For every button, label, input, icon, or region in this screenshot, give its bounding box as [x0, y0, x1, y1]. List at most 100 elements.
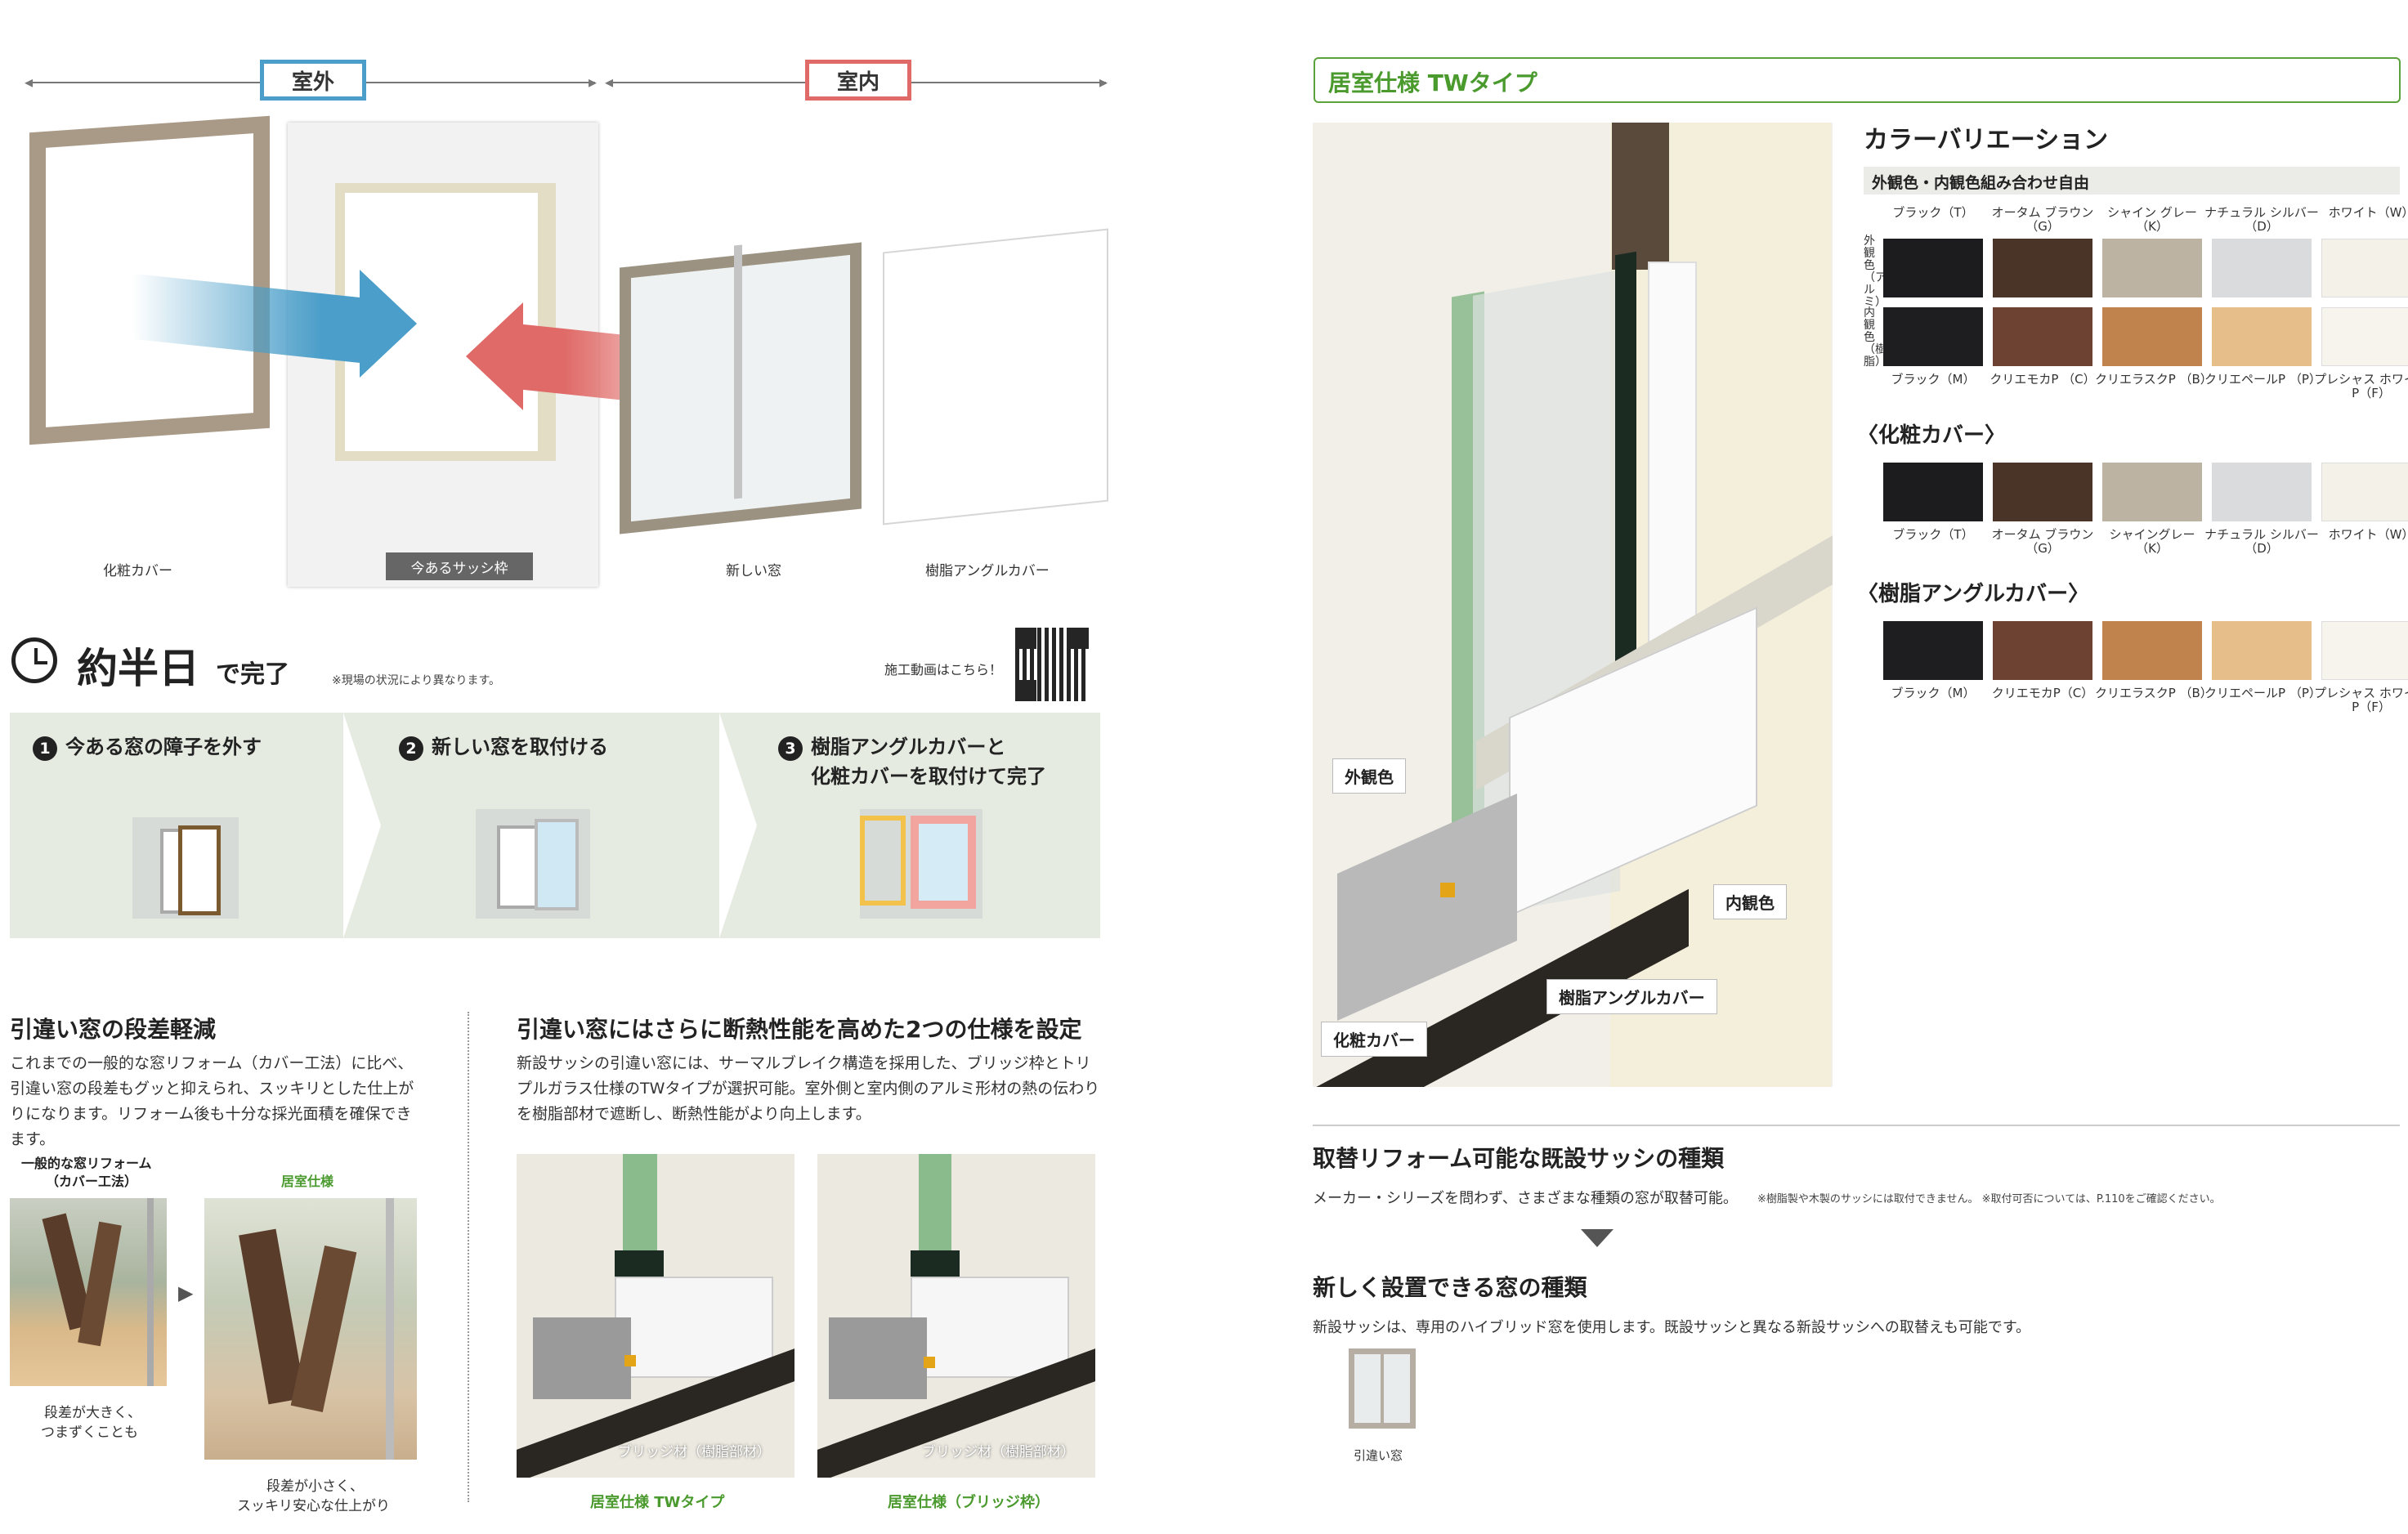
color-swatch [2321, 307, 2408, 366]
step-2-number: 2 [399, 736, 423, 761]
color-variation-title: カラーバリエーション [1864, 126, 2109, 154]
interior-side-label: 内観色（樹脂） [1864, 306, 1887, 369]
label-new-window: 新しい窓 [726, 563, 781, 579]
duration-suffix: で完了 [216, 660, 289, 689]
label-existing-sash: 今あるサッシ枠 [410, 560, 508, 577]
qr-code-icon[interactable] [1015, 628, 1089, 701]
color-swatch-label: プレシャス ホワイトP（F） [2314, 372, 2408, 400]
existing-body: メーカー・シリーズを問わず、さまざまな種類の窓が取替可能。 [1313, 1190, 1738, 1207]
before-caption-1: 段差が大きく、 [44, 1405, 141, 1421]
after-caption-1: 段差が小さく、 [266, 1478, 364, 1495]
step-chevron-1 [343, 713, 381, 938]
new-window-title: 新しく設置できる窓の種類 [1313, 1274, 1587, 1301]
step-chevron-2 [719, 713, 757, 938]
callout-exterior-color: 外観色 [1332, 758, 1406, 794]
video-link-label[interactable]: 施工動画はこちら！ [884, 662, 1003, 678]
step-1-number: 1 [33, 736, 57, 761]
callout-cosmetic-cover: 化粧カバー [1321, 1022, 1427, 1057]
color-swatch [1993, 307, 2092, 366]
tw-type-section-photo: ブリッジ材（樹脂部材） [517, 1154, 794, 1478]
label-cosmetic-cover: 化粧カバー [103, 563, 172, 579]
after-photo [204, 1198, 417, 1460]
existing-note: ※樹脂製や木製のサッシには取付できません。 ※取付可否については、P.110をご… [1757, 1193, 2221, 1205]
before-photo [10, 1198, 167, 1386]
before-label-2: （カバー工法） [46, 1174, 138, 1189]
step-3-number: 3 [778, 736, 803, 761]
color-swatch [2321, 621, 2408, 680]
color-swatch [1993, 621, 2092, 680]
color-swatch-label: クリエペールP （P） [2204, 686, 2321, 700]
step-1-title: 1 今ある窓の障子を外す [33, 732, 262, 762]
bridge-label-right: ブリッジ材（樹脂部材） [922, 1444, 1075, 1460]
after-label: 居室仕様 [281, 1174, 334, 1189]
color-swatch-label: ナチュラル シルバー（D） [2204, 205, 2319, 234]
color-swatch [2212, 463, 2312, 521]
color-swatch [2321, 463, 2408, 521]
outdoor-arrow-head-icon [360, 270, 417, 378]
new-window-divider [734, 244, 742, 499]
color-swatch-label: クリエペールP （P） [2204, 372, 2321, 387]
color-swatch-label: ブラック（T） [1892, 205, 1974, 220]
step-1-text: 今ある窓の障子を外す [65, 736, 262, 758]
tw-type-cutaway-photo [1313, 123, 1833, 1087]
color-swatch [1883, 621, 1983, 680]
step-3-text-2: 化粧カバーを取付けて完了 [811, 765, 1046, 788]
color-swatch [1883, 239, 1983, 297]
arrow-left-icon: ◂ [605, 72, 614, 92]
color-swatch-label: クリエラスクP （B） [2095, 686, 2213, 700]
color-swatch-label: ホワイト（W） [2328, 527, 2408, 542]
cosmetic-cover-title: 〈化粧カバー〉 [1857, 423, 2007, 448]
color-swatch-label: シャイン グレー（K） [2107, 205, 2197, 234]
step-3-title: 3 樹脂アングルカバーと 化粧カバーを取付けて完了 [778, 732, 1046, 791]
resin-angle-cover-frame [883, 228, 1108, 525]
sliding-window-label: 引違い窓 [1354, 1448, 1403, 1463]
step-difference-title: 引違い窓の段差軽減 [10, 1016, 217, 1043]
tw-spec-tag: 居室仕様 TWタイプ [1314, 57, 2401, 103]
color-swatch-label: シャイングレー （K） [2109, 527, 2195, 556]
caption-tw-type: 居室仕様 TWタイプ [590, 1494, 725, 1511]
outside-label: 室外 [260, 60, 366, 101]
color-swatch [2102, 239, 2202, 297]
color-swatch-label: クリエモカP（C） [1991, 686, 2094, 700]
arrow-right-icon: ▶ [178, 1281, 194, 1304]
before-label-1: 一般的な窓リフォーム [21, 1156, 152, 1171]
color-swatch-label: プレシャス ホワイトP（F） [2314, 686, 2408, 714]
color-swatch [2212, 307, 2312, 366]
label-existing-sash-tag: 今あるサッシ枠 [386, 552, 533, 580]
color-swatch-label: ブラック（M） [1891, 372, 1976, 387]
tw-spec-tag-text: 居室仕様 TWタイプ [1328, 69, 1537, 96]
color-swatch-label: クリエモカP （C） [1990, 372, 2096, 387]
existing-title: 取替リフォーム可能な既設サッシの種類 [1313, 1145, 1725, 1172]
color-swatch-label: オータム ブラウン（G） [1991, 527, 2094, 556]
inside-label: 室内 [805, 60, 911, 101]
new-window-body: 新設サッシは、専用のハイブリッド窓を使用します。既設サッシと異なる新設サッシへの… [1313, 1319, 2031, 1336]
color-swatch [2212, 239, 2312, 297]
color-swatch-label: オータム ブラウン（G） [1991, 205, 2094, 234]
duration-main: 約半日 [77, 645, 199, 692]
color-swatch [2102, 307, 2202, 366]
bridge-frame-section-photo: ブリッジ材（樹脂部材） [817, 1154, 1095, 1478]
color-swatch [1993, 239, 2092, 297]
step-3-text-1: 樹脂アングルカバーと [811, 736, 1006, 758]
bridge-label-left: ブリッジ材（樹脂部材） [618, 1444, 771, 1460]
color-swatch [2102, 463, 2202, 521]
callout-resin-angle-cover: 樹脂アングルカバー [1546, 979, 1717, 1014]
indoor-arrow-head-icon [466, 302, 523, 410]
exterior-side-label: 外観色（アルミ） [1864, 235, 1887, 309]
callout-interior-color: 内観色 [1713, 884, 1787, 919]
color-swatch-label: ブラック（M） [1891, 686, 1976, 700]
step-2-text: 新しい窓を取付ける [432, 736, 608, 758]
color-swatch [1993, 463, 2092, 521]
section-top-rule [1313, 1125, 2400, 1126]
color-swatch [1883, 463, 1983, 521]
color-swatch [2212, 621, 2312, 680]
arrow-right-icon: ▸ [589, 72, 598, 92]
caption-bridge-frame: 居室仕様（ブリッジ枠） [888, 1494, 1050, 1511]
step-difference-body: これまでの一般的な窓リフォーム（カバー工法）に比べ、引違い窓の段差もグッと抑えら… [10, 1054, 414, 1148]
insulation-body: 新設サッシの引違い窓には、サーマルブレイク構造を採用した、ブリッジ枠とトリプルガ… [517, 1054, 1100, 1123]
color-swatch-label: ブラック（T） [1892, 527, 1974, 542]
sliding-window-icon [1349, 1348, 1416, 1429]
combo-label-bar: 外観色・内観色組み合わせ自由 [1864, 167, 2400, 195]
arrow-left-icon: ◂ [25, 72, 34, 92]
step-3-window-icon [860, 809, 982, 919]
